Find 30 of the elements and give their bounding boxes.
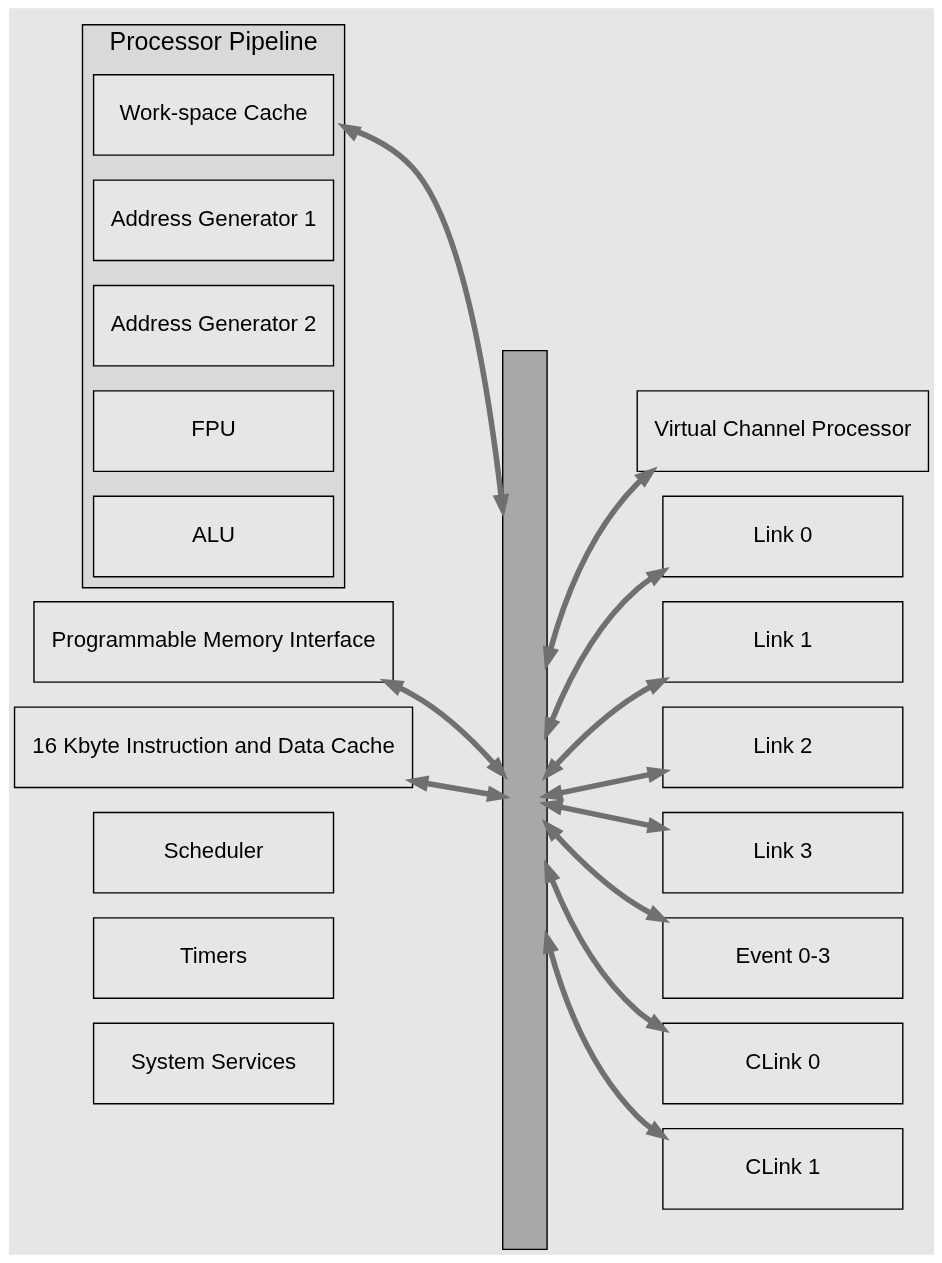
arrow [543,859,670,1034]
node-box: Link 3 [661,811,903,894]
node-box: Event 0-3 [661,917,903,999]
node-box: Scheduler [92,811,334,894]
arrow [542,466,658,671]
arrow [404,775,511,802]
arrow [543,566,670,741]
node-box: Address Generator 2 [92,284,334,367]
node-box: Timers [92,917,334,999]
node-box: Programmable Memory Interface [32,601,394,683]
node-box: FPU [92,390,334,472]
node-box: Link 2 [661,706,903,789]
node-box: CLink 1 [661,1127,903,1210]
node-box: ALU [92,495,334,578]
node-box: Address Generator 1 [92,179,334,262]
arrow [538,799,671,834]
node-box: Link 1 [661,601,903,683]
node-box: Work-space Cache [92,74,334,156]
node-box: Link 0 [661,495,903,578]
arrow [541,676,670,781]
arrow [542,929,670,1141]
node-bar [501,349,548,1250]
arrow [336,122,509,518]
arrow [538,766,671,801]
node-box: System Services [92,1022,334,1105]
arrow [379,678,508,780]
arrow [541,819,670,924]
node-box: CLink 0 [661,1022,903,1105]
node-box: Virtual Channel Processor [636,390,929,472]
node-box: 16 Kbyte Instruction and Data Cache [13,706,413,789]
